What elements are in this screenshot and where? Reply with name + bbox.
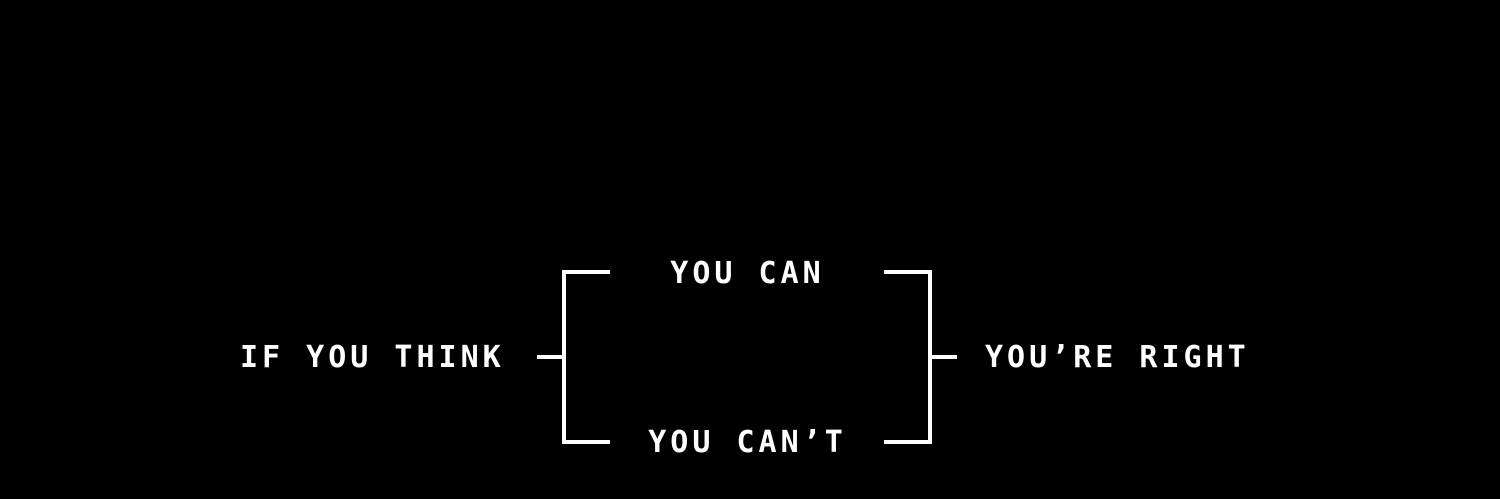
right-bracket-vertical xyxy=(928,270,932,444)
right-connector-line xyxy=(931,355,957,359)
left-connector-line xyxy=(537,355,563,359)
left-bracket-top-arm xyxy=(562,270,610,274)
if-you-think-label: IF YOU THINK xyxy=(240,340,505,375)
right-bracket-bottom-arm xyxy=(884,440,932,444)
you-can-label: YOU CAN xyxy=(670,256,825,291)
right-bracket-top-arm xyxy=(884,270,932,274)
left-bracket-vertical xyxy=(562,270,566,444)
youre-right-label: YOU’RE RIGHT xyxy=(985,340,1250,375)
left-bracket-bottom-arm xyxy=(562,440,610,444)
you-cant-label: YOU CAN’T xyxy=(648,425,847,460)
